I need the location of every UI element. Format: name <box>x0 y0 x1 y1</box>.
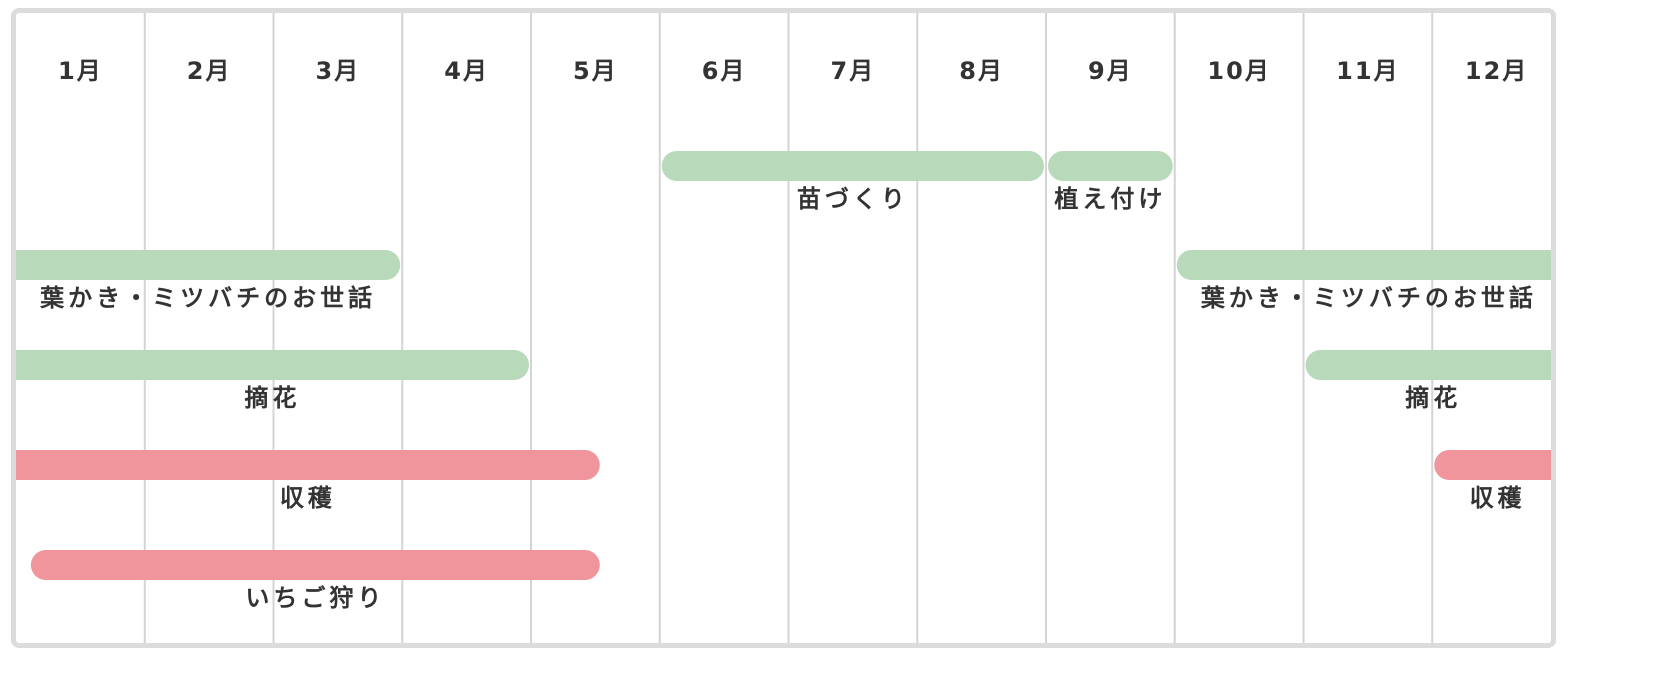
task-bar <box>16 450 600 480</box>
task-bar <box>16 250 401 280</box>
task-label: 摘花 <box>245 384 301 412</box>
month-label: 7月 <box>831 57 876 85</box>
task-label: 葉かき・ミツバチのお世話 <box>39 284 376 312</box>
task-label: 苗づくり <box>797 185 909 213</box>
month-label: 5月 <box>573 57 618 85</box>
month-label: 6月 <box>702 57 747 85</box>
task-label: 収穫 <box>1470 484 1526 512</box>
task-label: 植え付け <box>1054 185 1166 213</box>
month-label: 11月 <box>1336 57 1399 85</box>
task-bar <box>30 550 600 580</box>
task-bar <box>1048 151 1173 181</box>
month-label: 10月 <box>1207 57 1270 85</box>
task-label: 摘花 <box>1405 384 1461 412</box>
task-bar <box>16 350 529 380</box>
task-bar <box>661 151 1044 181</box>
month-label: 8月 <box>959 57 1004 85</box>
schedule-chart-frame: 1月 2月 3月 4月 5月 6月 7月 8月 9月 10月 11月 12月 苗づくり 植え付け葉かき・… <box>11 8 1556 648</box>
month-label: 9月 <box>1088 57 1133 85</box>
schedule-chart: 1月 2月 3月 4月 5月 6月 7月 8月 9月 10月 11月 12月 苗づくり 植え付け葉かき・… <box>16 13 1551 643</box>
task-label: 収穫 <box>280 484 336 512</box>
month-label: 3月 <box>316 57 361 85</box>
task-bar <box>1434 450 1551 480</box>
task-bar <box>1176 250 1551 280</box>
month-label: 4月 <box>444 57 489 85</box>
task-label: いちご狩り <box>245 584 385 612</box>
task-bars <box>16 151 1551 580</box>
task-label: 葉かき・ミツバチのお世話 <box>1200 284 1537 312</box>
month-header: 1月 2月 3月 4月 5月 6月 7月 8月 9月 10月 11月 12月 <box>58 57 1528 85</box>
task-bar <box>1305 350 1551 380</box>
month-grid <box>143 13 1434 643</box>
month-label: 1月 <box>58 57 103 85</box>
month-label: 12月 <box>1465 57 1528 85</box>
month-label: 2月 <box>187 57 232 85</box>
